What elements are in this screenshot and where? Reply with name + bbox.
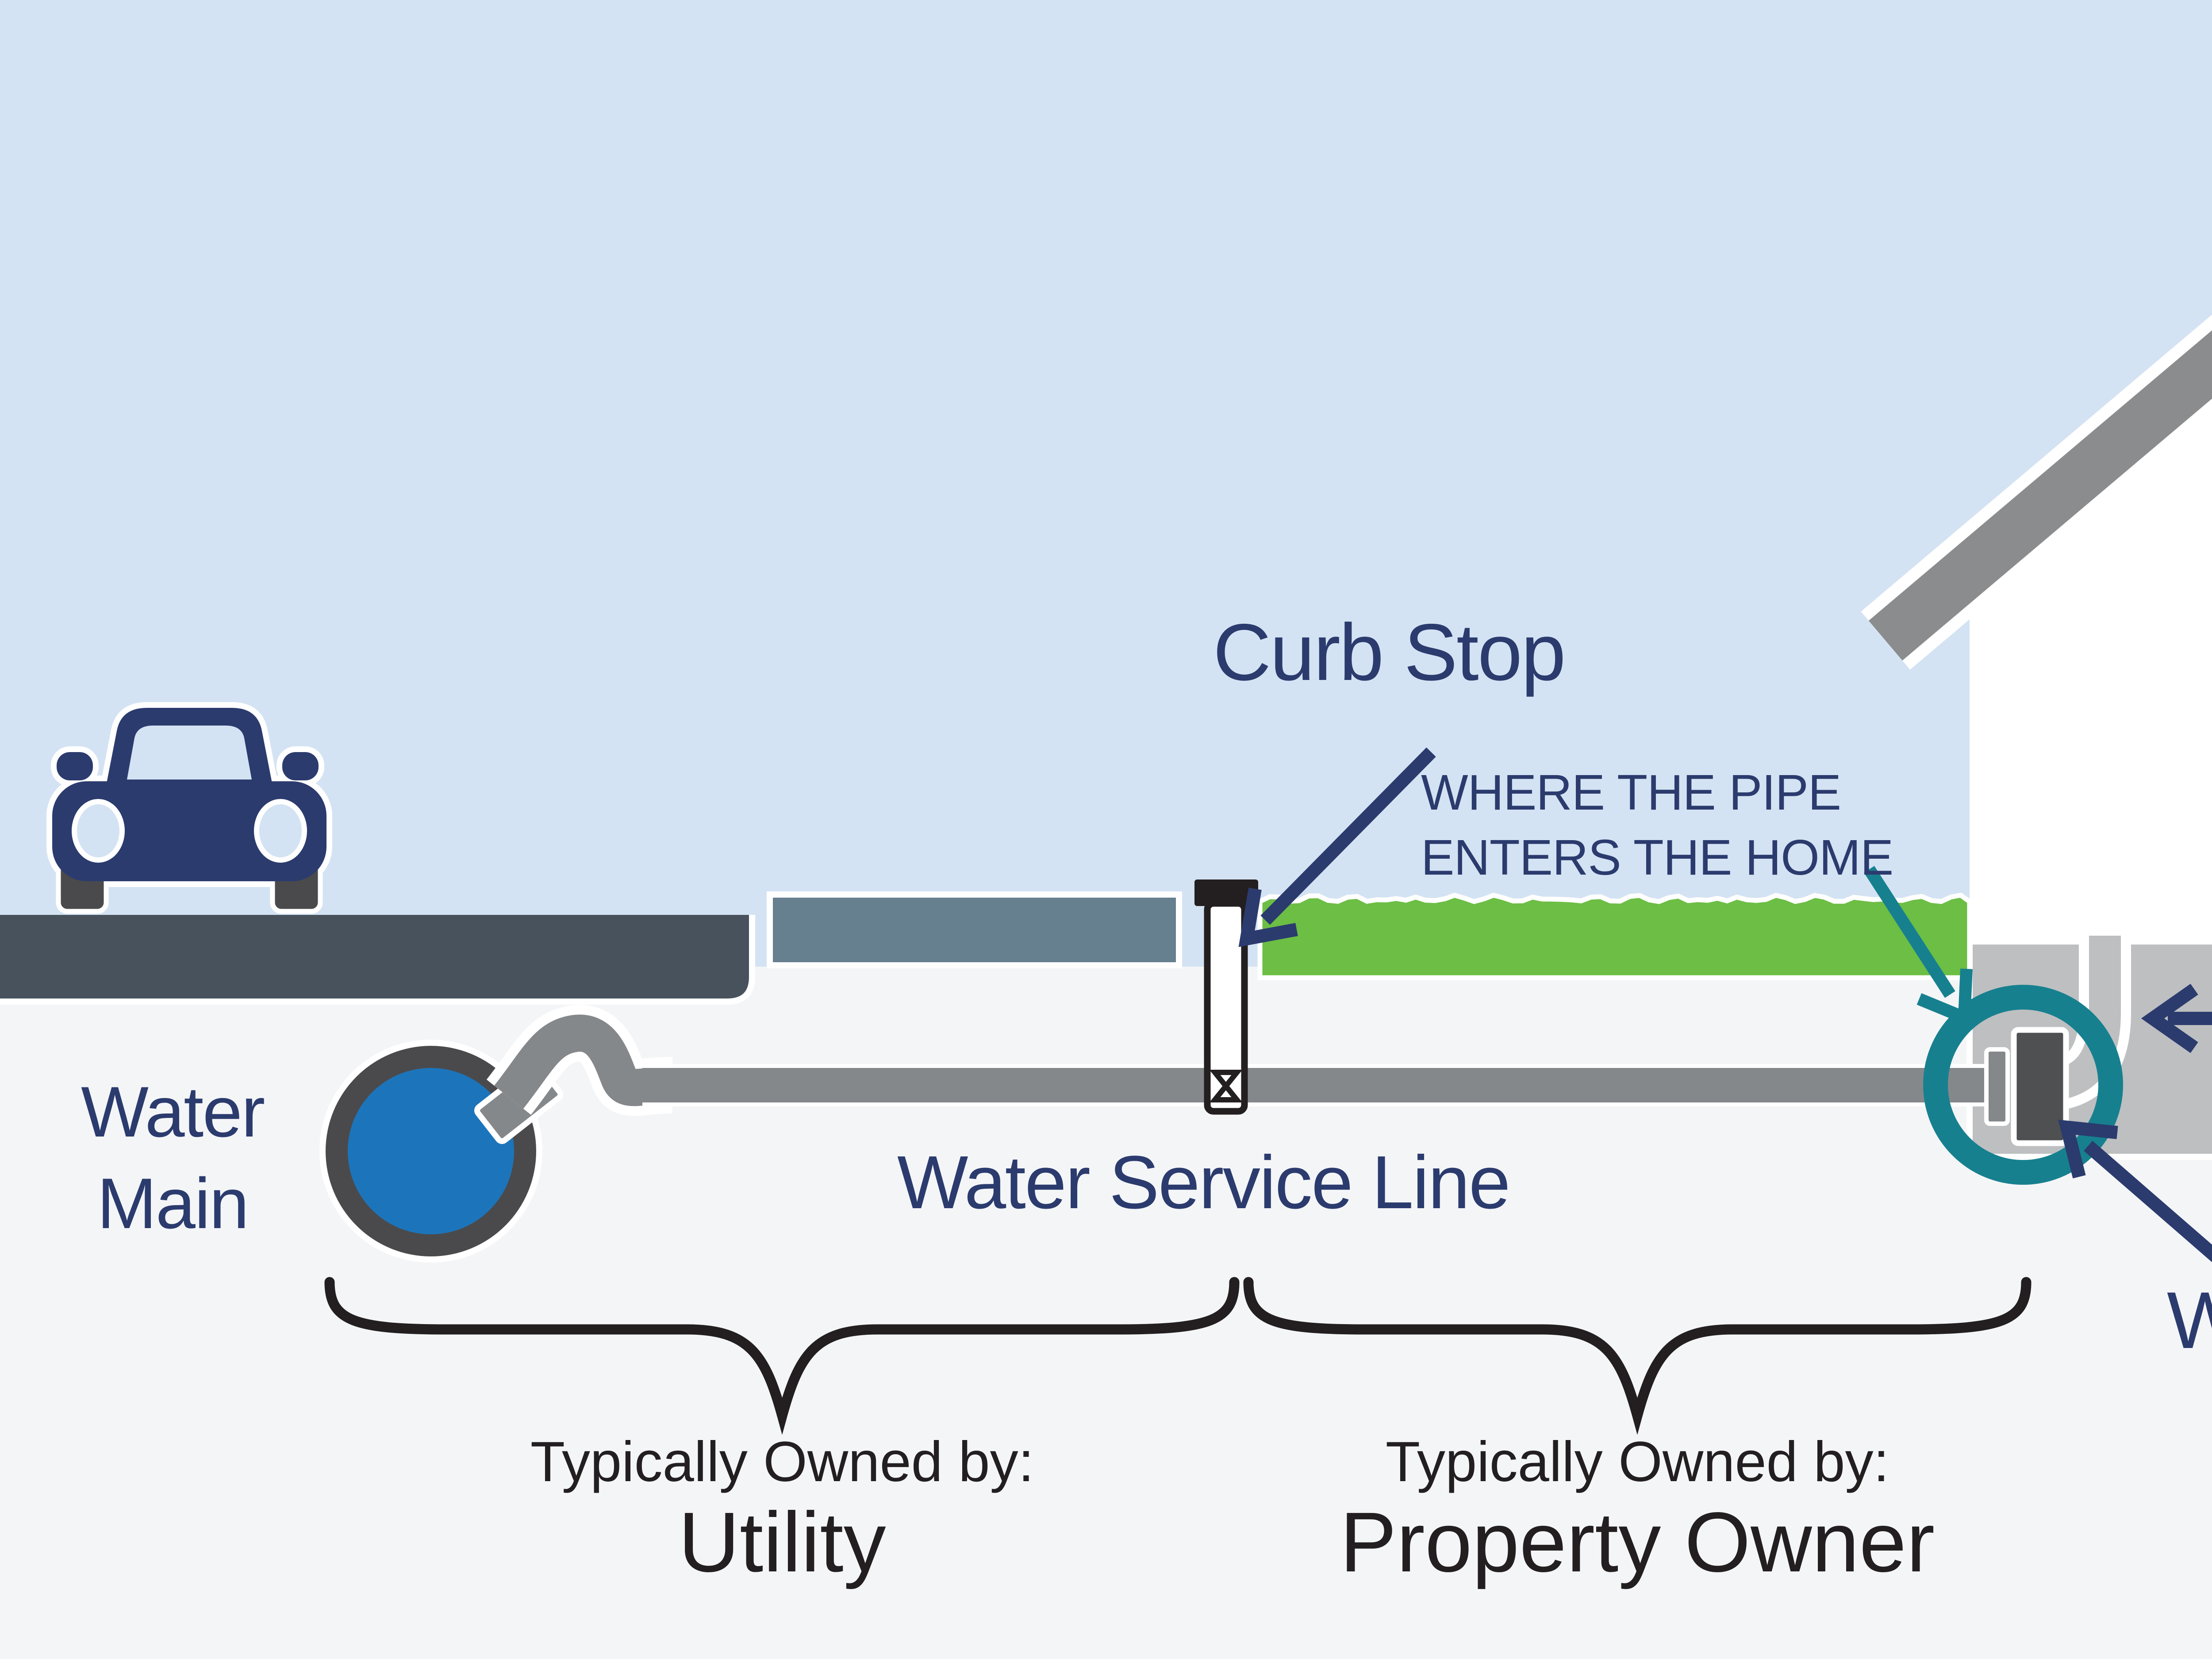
valve-symbol: [1209, 1070, 1243, 1102]
curb-stop-label: Curb Stop: [1213, 607, 1566, 697]
curb-stop-arrow: [1238, 747, 1436, 947]
sidewalk-slab: [767, 891, 1182, 968]
water-meter-arrowhead: [2058, 1119, 2118, 1179]
car-headlight-left: [72, 799, 125, 863]
water-main-pipe: [348, 1068, 514, 1234]
pipe-entry-arrow: [1864, 866, 1973, 1027]
service-line-pipe: [642, 1068, 2001, 1102]
road: [0, 915, 752, 1002]
car-hood: [52, 781, 326, 881]
water-main: [319, 1040, 542, 1263]
pipe-entry-label-line1: WHERE THE PIPE: [1421, 764, 1841, 820]
roof: [1868, 330, 2212, 661]
car-mirror-right: [282, 752, 319, 780]
ownership-brace-property-owner: [1243, 1277, 2032, 1435]
ownership-utility-prefix: Typically Owned by:: [530, 1430, 1034, 1494]
curb-stop-arrow-shaft: [1260, 747, 1436, 925]
water-main-label-line1: Water: [81, 1072, 265, 1152]
pipe-entry-arrowhead: [1916, 968, 1973, 1027]
grass-lawn: [1257, 892, 1972, 980]
car: [46, 702, 332, 914]
curb-stop-cap: [1194, 879, 1258, 906]
car-headlight-right: [254, 799, 307, 863]
curb-stop-arrowhead: [1238, 887, 1298, 947]
water-main-label: Water Main: [53, 1066, 292, 1250]
gooseneck-pipe: [474, 1005, 673, 1144]
car-mirror-left: [57, 752, 93, 780]
ownership-brace-utility: [324, 1277, 1240, 1435]
water-meter-assembly: [1923, 985, 2123, 1185]
ownership-property-prefix: Typically Owned by:: [1385, 1430, 1889, 1494]
curb-stop-valve: [1194, 879, 1258, 1115]
water-meter-arrow-shaft: [2084, 1141, 2212, 1263]
car-windshield: [127, 726, 252, 780]
water-main-label-line2: Main: [97, 1164, 249, 1244]
ownership-property-owner-text: Property Owner: [1340, 1494, 1935, 1590]
pipe-entry-label-line2: ENTERS THE HOME: [1421, 829, 1893, 885]
meter-coupling: [1984, 1047, 2010, 1126]
curb-stop-pipe: [1204, 900, 1248, 1115]
meter-highlight-circle: [1923, 985, 2123, 1185]
water-meter-label: Water Meter: [2167, 1275, 2212, 1365]
meter-body: [2011, 1027, 2069, 1146]
ownership-utility-owner: Utility: [678, 1494, 886, 1590]
building-plumbing-arrow: [2141, 983, 2212, 1053]
house-body: [1970, 389, 2212, 945]
water-meter-arrow: [2058, 1119, 2212, 1263]
ownership-utility: Typically Owned by: Utility: [330, 1431, 1235, 1591]
ownership-property-owner: Typically Owned by: Property Owner: [1248, 1431, 2026, 1591]
pipe-entry-arrow-shaft: [1864, 866, 1955, 998]
pipe-entry-label: WHERE THE PIPE ENTERS THE HOME: [1421, 760, 1893, 890]
building-plumbing-arrowhead: [2141, 983, 2198, 1053]
gooseneck: [494, 1014, 673, 1109]
water-service-line-label: Water Service Line: [897, 1141, 1510, 1225]
road-outline: [0, 915, 755, 1005]
